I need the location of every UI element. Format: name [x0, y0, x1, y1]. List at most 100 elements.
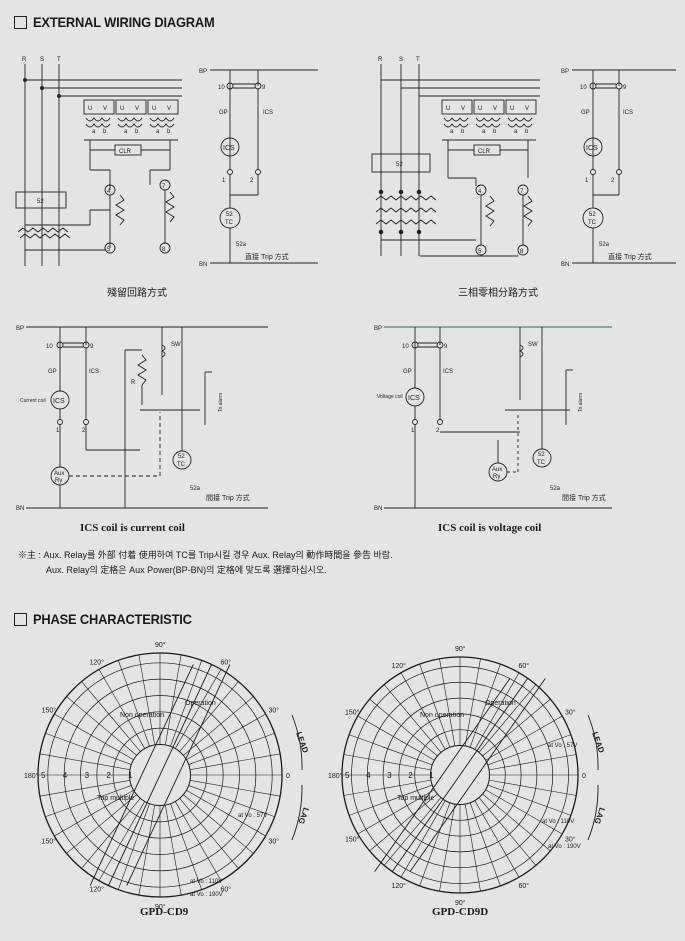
- boundary-line: [374, 678, 511, 872]
- label-s: S: [40, 57, 44, 63]
- angle-label: 120°: [392, 662, 407, 670]
- terminal-10-4: 10: [402, 344, 409, 350]
- terminal-2-2: 2: [611, 178, 615, 184]
- radial-line: [419, 664, 451, 748]
- terminal-8-1: 8: [162, 247, 166, 253]
- radial-line: [138, 804, 155, 896]
- terminal-7-2: 7: [520, 189, 524, 195]
- bp-label-2: BP: [561, 69, 569, 75]
- radial-line: [174, 801, 222, 881]
- polar-name-2: GPD-CD9D: [432, 906, 489, 918]
- tap-multiple-label: Tap multiple: [397, 795, 434, 802]
- radius-label: 5: [41, 771, 46, 780]
- angle-label: 30°: [565, 709, 576, 717]
- non-operation-label: Non operation: [120, 712, 164, 719]
- radial-line: [464, 658, 481, 747]
- bn-label-4: BN: [374, 506, 382, 512]
- phase-section-title: PHASE CHARACTERISTIC: [33, 611, 192, 627]
- terminal-5-2: 5: [478, 249, 482, 255]
- radial-line: [369, 793, 438, 852]
- boundary-line: [409, 678, 546, 872]
- label-r: R: [22, 57, 27, 63]
- aux-relay-2: Aux: [492, 467, 502, 473]
- radial-line: [474, 672, 520, 750]
- radial-line: [186, 713, 266, 761]
- clr-label-1: CLR: [119, 149, 132, 155]
- aux-relay-ry-2: Ry: [493, 474, 500, 480]
- label-r-2: R: [378, 57, 383, 63]
- tc-label-4: TC: [537, 460, 546, 466]
- radial-line: [488, 779, 577, 796]
- gp-label-1: GP: [219, 110, 228, 116]
- pt2-b-2: b: [493, 129, 497, 135]
- aux-relay-1: Aux: [54, 471, 64, 477]
- radial-line: [369, 698, 438, 757]
- indirect-trip-label-1: 間接 Trip 方式: [206, 493, 250, 502]
- radial-line: [469, 802, 501, 886]
- operation-label: Operation: [485, 700, 516, 707]
- radial-line: [179, 798, 239, 869]
- direct-trip-label-2: 直接 Trip 方式: [608, 252, 652, 261]
- pt-v-1: V: [103, 106, 107, 112]
- tc-52-2: 52: [589, 212, 596, 218]
- caption-three-phase: 三相零相分路方式: [458, 288, 538, 299]
- radial-line: [170, 660, 203, 747]
- angle-label: 60°: [221, 659, 232, 667]
- radial-line: [383, 797, 442, 866]
- to-alarm-2: To alarm: [578, 393, 584, 412]
- ics-coil-4: ICS: [408, 395, 420, 402]
- pt-a-1: a: [92, 129, 96, 135]
- ics-coil-1: ICS: [223, 145, 235, 152]
- wiring-section-title: EXTERNAL WIRING DIAGRAM: [33, 14, 215, 30]
- pt-v-2: V: [135, 106, 139, 112]
- bp-label-4: BP: [374, 326, 382, 332]
- bn-label-1: BN: [199, 262, 207, 268]
- resistor-r-label: R: [131, 380, 136, 386]
- gp-label-4: GP: [403, 369, 412, 375]
- pt2-v-3: V: [525, 106, 529, 112]
- vo57-label: at Vo : 57V: [548, 743, 577, 749]
- radial-line: [357, 715, 435, 761]
- angle-label: 90°: [455, 645, 466, 653]
- label-s-2: S: [399, 57, 403, 63]
- ics-contact-label-1: ICS: [263, 110, 273, 116]
- radial-line: [343, 779, 432, 796]
- angle-label: 90°: [155, 641, 166, 649]
- radial-line: [165, 654, 182, 746]
- radial-line: [439, 658, 456, 747]
- radial-line: [183, 696, 254, 756]
- ics-coil-2: ICS: [586, 145, 598, 152]
- radial-line: [188, 785, 275, 818]
- vo110-label: at Vo : 110V: [542, 819, 574, 825]
- radial-line: [183, 794, 254, 854]
- boundary-line: [108, 664, 212, 886]
- angle-label: 60°: [221, 885, 232, 893]
- sw-label-4: SW: [528, 342, 538, 348]
- radial-line: [188, 732, 275, 765]
- clr-label-2: CLR: [478, 149, 491, 155]
- radial-line: [170, 803, 203, 890]
- sw-label-3: SW: [171, 342, 181, 348]
- pt-b-3: b: [167, 129, 171, 135]
- radial-line: [400, 672, 446, 750]
- radial-line: [98, 801, 146, 881]
- current-coil-label: Current coil: [20, 398, 46, 404]
- terminal-1-1: 1: [222, 178, 226, 184]
- radius-label: 1: [128, 771, 133, 780]
- checkbox-icon: [14, 612, 27, 626]
- terminal-9-4: 9: [444, 344, 448, 350]
- radial-line: [419, 802, 451, 886]
- aux-relay-ry-1: Ry: [55, 478, 62, 484]
- lead-arc: [291, 714, 303, 771]
- aux-52a-3: 52a: [190, 486, 201, 492]
- radial-line: [45, 732, 132, 765]
- radial-line: [54, 713, 134, 761]
- pt-b-1: b: [103, 129, 107, 135]
- radius-label: 4: [366, 771, 371, 780]
- radial-line: [474, 800, 520, 878]
- radial-line: [165, 804, 182, 896]
- pt2-b-1: b: [461, 129, 465, 135]
- angle-label: 0: [582, 773, 586, 780]
- boundary-line: [126, 664, 231, 886]
- terminal-4-2: 4: [478, 189, 482, 195]
